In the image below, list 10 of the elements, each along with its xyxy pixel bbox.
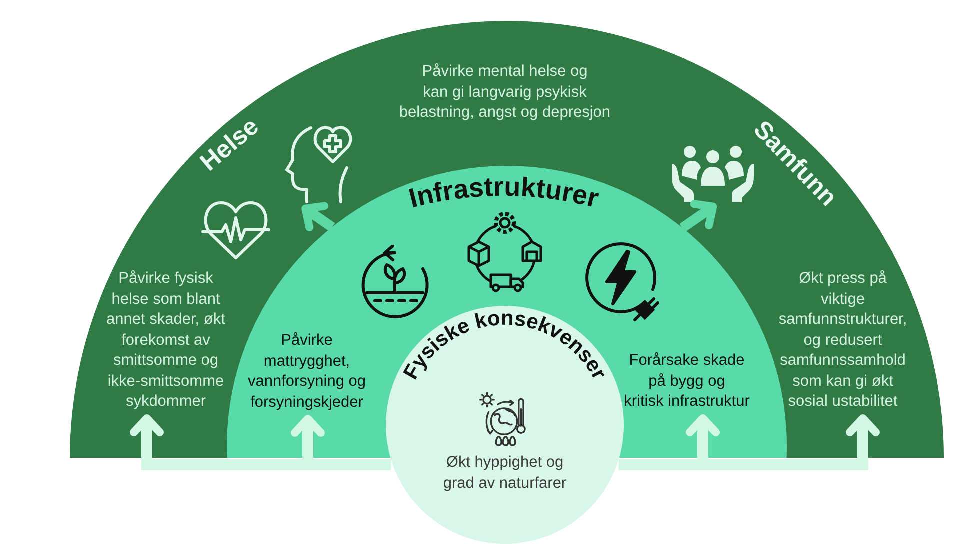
description-text: Påvirke fysisk helse som blant annet skader, økt forekomst av smittsomme og ikke-smittsomme sykdommer <box>100 269 232 412</box>
curved-heading: Infrastrukturer <box>406 172 602 214</box>
description-text: Økt press på viktige samfunnstrukturer, og redusert samfunnssamhold som kan gi økt sosial ustabilitet <box>776 269 910 412</box>
description-text: Påvirke mental helse og kan gi langvarig psykisk belastning, angst og depresjon <box>398 62 612 123</box>
arrow <box>618 414 880 470</box>
arrow <box>291 415 392 470</box>
description-text: Påvirke mattrygghet, vannforsyning og forsyningskjeder <box>240 331 374 413</box>
description-text: Forårsake skade på bygg og kritisk infrastruktur <box>622 351 752 412</box>
description-text: Økt hyppighet og grad av naturfarer <box>442 453 568 494</box>
arrow <box>680 200 718 232</box>
